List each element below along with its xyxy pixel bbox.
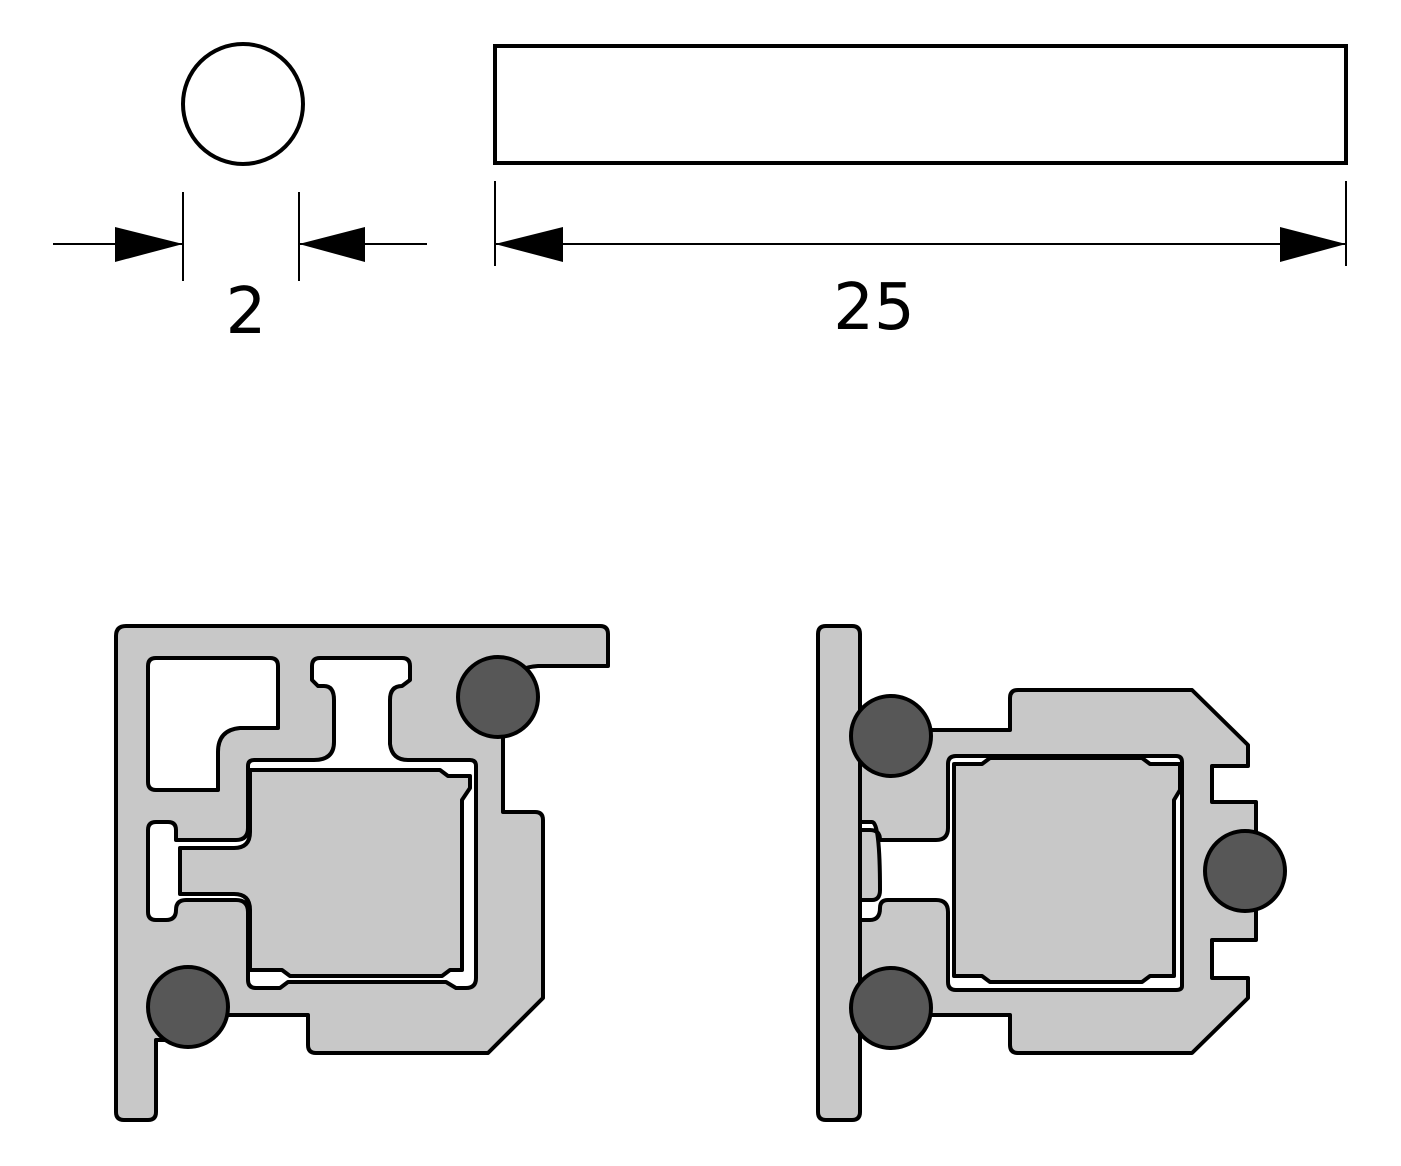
flat-profile [816,624,1287,1122]
rod-side-view [493,44,1348,165]
rod-top-left [849,694,933,778]
corner-profile-body [114,624,610,1122]
rod-bottom-left [849,966,933,1050]
arrow-head-left [115,227,183,262]
rod-side-rectangle [493,44,1348,165]
corner-profile [114,624,610,1122]
length-dimension: 25 [494,181,1347,345]
diameter-dimension: 2 [53,192,427,349]
length-dimension-label: 25 [833,271,914,345]
flat-profile-flange [816,624,862,1122]
arrow-head-right [1280,227,1346,262]
flat-profile-body [858,688,1258,1055]
diameter-dimension-label: 2 [226,275,267,349]
rod-right [1203,829,1287,913]
arrow-head-left [495,227,563,262]
rod-top-right [456,655,540,739]
rod-bottom-left [146,965,230,1049]
arrow-head-right [299,227,365,262]
rod-end-view [181,42,305,166]
rod-cross-section-circle [181,42,305,166]
